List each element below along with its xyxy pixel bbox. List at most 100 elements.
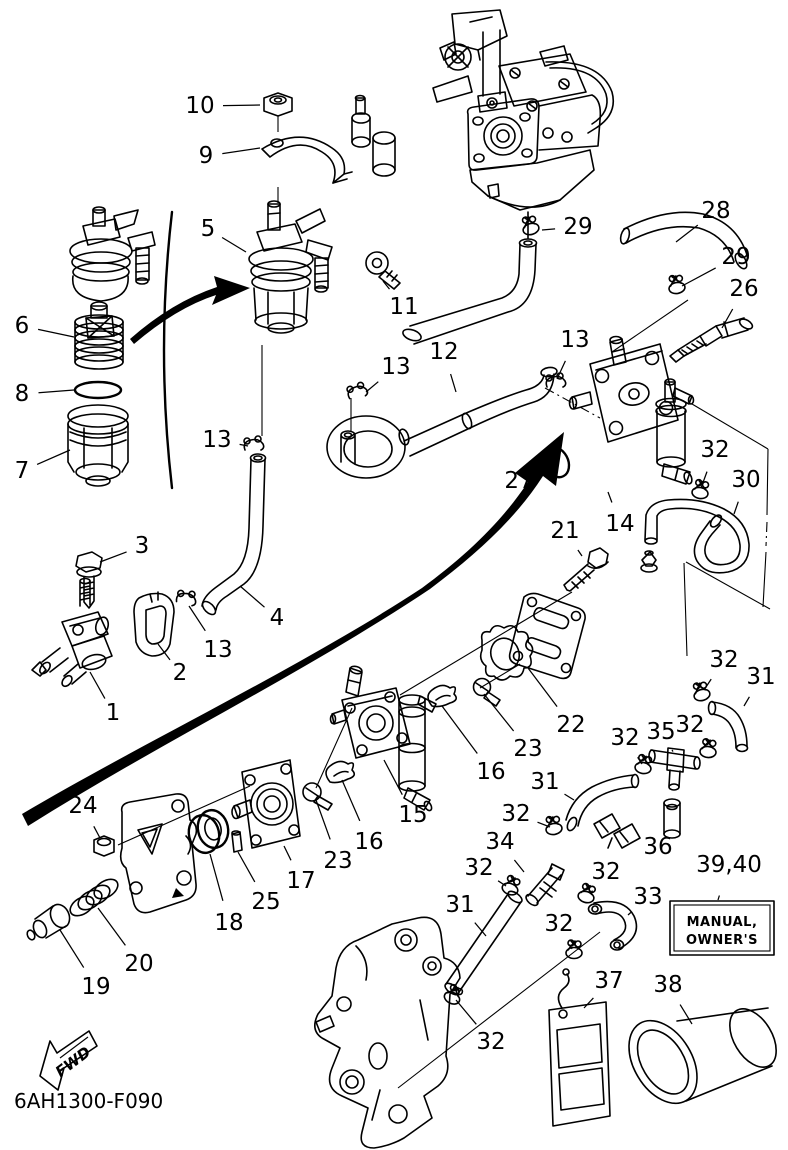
- part-callout-26: 26: [729, 276, 758, 302]
- clamp-32-drawing: [698, 737, 718, 759]
- part-callout-32: 32: [675, 712, 704, 738]
- callout-leader-20: [97, 907, 126, 946]
- nut-24-drawing: [93, 835, 115, 857]
- callout-leader-32: [497, 880, 507, 887]
- part-callout-33: 33: [633, 884, 662, 910]
- seal-18-drawing: [187, 808, 230, 855]
- carb-hose-drawing: [402, 238, 538, 345]
- joint-34-drawing: [525, 863, 565, 907]
- hose-4-drawing: [201, 453, 267, 616]
- part-callout-23: 23: [513, 736, 542, 762]
- fuel-filter-assembled-drawing: [69, 206, 156, 302]
- hose-12-drawing: [326, 366, 558, 479]
- callout-leader-11: [382, 280, 390, 290]
- callout-leader-38: [679, 1004, 693, 1025]
- clamp-32-drawing: [576, 881, 598, 906]
- callout-leader-18: [209, 853, 224, 901]
- callout-leader-9: [222, 147, 261, 155]
- clip-13-drawing: [174, 586, 199, 608]
- callout-leader-13: [556, 360, 566, 380]
- part-callout-32: 32: [610, 725, 639, 751]
- bolt-21-drawing: [563, 547, 609, 592]
- housing-17-drawing: [231, 759, 301, 849]
- part-callout-32: 32: [476, 1029, 505, 1055]
- nut-10-drawing: [263, 92, 293, 117]
- callout-leader-29: [681, 267, 716, 287]
- part-callout-9: 9: [199, 143, 214, 169]
- callout-leader-34: [513, 859, 525, 873]
- part-callout-39,40: 39,40: [696, 852, 762, 878]
- fwd-arrow: FWD: [39, 1030, 98, 1091]
- bracket-9-drawing: [261, 136, 353, 184]
- part-callout-16: 16: [354, 829, 383, 855]
- part-callout-14: 14: [605, 511, 634, 537]
- callout-leader-32: [700, 471, 708, 489]
- part-callout-29: 29: [721, 244, 750, 270]
- part-callout-8: 8: [15, 381, 30, 407]
- part-callout-5: 5: [201, 216, 216, 242]
- part-callout-35: 35: [646, 719, 675, 745]
- group-bracket-curve: [162, 210, 174, 490]
- part-callout-21: 21: [550, 518, 579, 544]
- mounting-bracket-drawing: [314, 916, 461, 1149]
- part-callout-27: 27: [504, 468, 533, 494]
- cover-22-drawing: [508, 592, 586, 680]
- part-callout-6: 6: [15, 313, 30, 339]
- callout-leader-32: [589, 890, 594, 895]
- callout-leader-8: [38, 389, 75, 394]
- part-callout-23: 23: [323, 848, 352, 874]
- callout-leader-17: [283, 845, 292, 861]
- fuel-pump-14-drawing: [568, 335, 679, 443]
- part-callout-20: 20: [124, 951, 153, 977]
- pin-25-drawing: [231, 830, 243, 853]
- part-callout-38: 38: [653, 972, 682, 998]
- part-callout-32: 32: [700, 437, 729, 463]
- filter-element-drawing: [74, 301, 124, 370]
- callout-leader-6: [37, 328, 75, 338]
- part-callout-10: 10: [185, 93, 214, 119]
- pump-body-15-drawing: [329, 665, 437, 812]
- callout-leader-31: [743, 696, 750, 707]
- fitting-26-drawing: [669, 317, 754, 363]
- owners-manual-line1: MANUAL,: [687, 915, 758, 930]
- callout-leader-31: [564, 793, 575, 801]
- plug-drawing: [640, 550, 658, 573]
- part-callout-25: 25: [251, 889, 280, 915]
- callout-leader-22: [527, 667, 558, 707]
- tee-35-drawing: [648, 747, 701, 791]
- owners-manual-box: MANUAL, OWNER'S: [669, 900, 775, 956]
- hose-31-top-drawing: [707, 700, 749, 753]
- callout-leader-26: [721, 308, 734, 329]
- hose-30-drawing: [644, 498, 750, 574]
- part-callout-32: 32: [501, 801, 530, 827]
- part-callout-1: 1: [106, 700, 121, 726]
- part-callout-28: 28: [701, 198, 730, 224]
- clamp-32-drawing: [690, 478, 711, 501]
- part-callout-19: 19: [81, 974, 110, 1000]
- callout-leader-3: [99, 551, 127, 563]
- callouts-layer: 1234567891011121313131314151616171819202…: [15, 93, 776, 1055]
- callout-leader-32: [637, 756, 643, 765]
- callout-leader-23: [315, 799, 331, 840]
- part-callout-4: 4: [270, 605, 285, 631]
- clamp-29-drawing: [666, 273, 687, 296]
- part-callout-36: 36: [643, 834, 672, 860]
- panel-lines: [544, 387, 771, 657]
- part-callout-32: 32: [544, 911, 573, 937]
- callout-leader-39,40: [717, 895, 720, 901]
- part-callout-13: 13: [560, 327, 589, 353]
- clip-13-drawing: [345, 380, 369, 400]
- figure-code: 6AH1300-F090: [14, 1089, 163, 1113]
- part-callout-15: 15: [398, 802, 427, 828]
- callout-leader-32: [455, 999, 477, 1025]
- hose-31-mid-drawing: [565, 773, 640, 832]
- callout-leader-24: [93, 826, 101, 839]
- callout-leader-32: [537, 821, 551, 828]
- callout-leader-19: [59, 929, 85, 968]
- callout-leader-16: [441, 705, 478, 754]
- plunger-19-drawing: [26, 903, 71, 941]
- part-callout-32: 32: [464, 855, 493, 881]
- o-ring-drawing: [73, 380, 123, 400]
- assembly-arrow-small: [130, 276, 250, 344]
- clamp-29-drawing: [519, 213, 541, 238]
